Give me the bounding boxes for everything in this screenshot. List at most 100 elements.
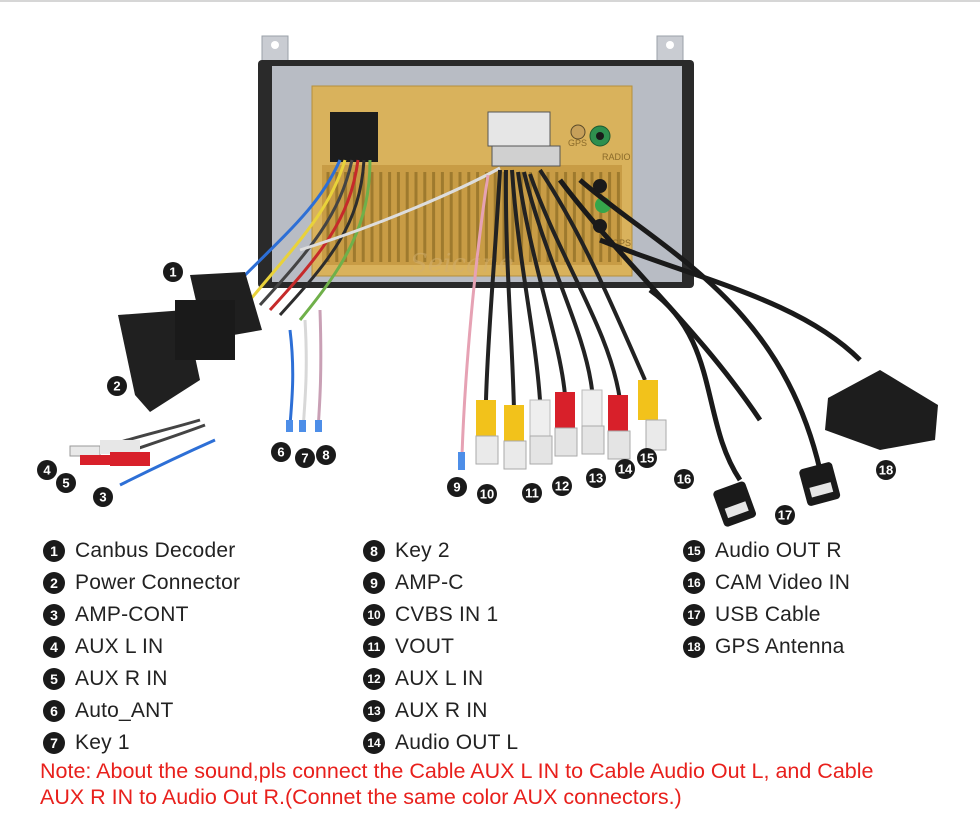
legend-label: Audio OUT L — [395, 731, 519, 754]
rca-audio-out-l — [581, 389, 605, 455]
legend-item-12: 12 AUX L IN — [363, 663, 518, 695]
svg-text:11: 11 — [525, 486, 539, 501]
legend-label: GPS Antenna — [715, 635, 845, 658]
multi-port — [487, 111, 551, 147]
svg-text:18: 18 — [879, 463, 893, 478]
legend-column-3: 15 Audio OUT R 16 CAM Video IN 17 USB Cable 18… — [683, 535, 850, 663]
callout-5: 5 — [56, 473, 76, 493]
svg-text:10: 10 — [480, 487, 494, 502]
legend-label: USB Cable — [715, 603, 821, 626]
legend-label: Auto_ANT — [75, 699, 174, 722]
legend-item-9: 9 AMP-C — [363, 567, 518, 599]
legend-item-2: 2 Power Connector — [43, 567, 240, 599]
callout-18: 18 — [876, 460, 896, 480]
svg-text:8: 8 — [322, 448, 329, 463]
gps-antenna — [825, 370, 938, 450]
legend-number-badge: 2 — [43, 572, 65, 594]
callout-14: 14 — [615, 459, 635, 479]
callout-9: 9 — [447, 477, 467, 497]
callout-13: 13 — [586, 468, 606, 488]
callout-3: 3 — [93, 487, 113, 507]
svg-text:12: 12 — [555, 479, 569, 494]
legend-number-badge: 17 — [683, 604, 705, 626]
legend-number-badge: 18 — [683, 636, 705, 658]
svg-text:16: 16 — [677, 472, 691, 487]
legend-label: Key 1 — [75, 731, 130, 754]
legend-item-6: 6 Auto_ANT — [43, 695, 240, 727]
gps-port — [570, 124, 586, 140]
svg-text:15: 15 — [640, 451, 654, 466]
legend-label: AUX R IN — [395, 699, 488, 722]
rca-vout — [503, 405, 527, 470]
svg-text:5: 5 — [62, 476, 69, 491]
rca-aux-l-in — [529, 399, 553, 465]
callout-8: 8 — [316, 445, 336, 465]
svg-text:4: 4 — [43, 463, 51, 478]
callout-15: 15 — [637, 448, 657, 468]
legend-label: AUX L IN — [395, 667, 484, 690]
legend-label: AMP-C — [395, 571, 464, 594]
legend-label: Canbus Decoder — [75, 539, 236, 562]
usb-connector-2 — [799, 462, 841, 506]
rca-cam-video-in — [638, 380, 667, 451]
rca-aux-left — [69, 440, 150, 466]
wire-harness — [228, 159, 372, 321]
legend-number-badge: 6 — [43, 700, 65, 722]
svg-text:9: 9 — [453, 480, 460, 495]
svg-text:14: 14 — [618, 462, 633, 477]
legend-item-15: 15 Audio OUT R — [683, 535, 850, 567]
legend-number-badge: 16 — [683, 572, 705, 594]
legend-number-badge: 8 — [363, 540, 385, 562]
callout-10: 10 — [477, 484, 497, 504]
legend-number-badge: 9 — [363, 572, 385, 594]
legend-number-badge: 15 — [683, 540, 705, 562]
wiring-note: Note: About the sound,pls connect the Ca… — [40, 758, 960, 810]
callout-2: 2 — [107, 376, 127, 396]
legend-item-18: 18 GPS Antenna — [683, 631, 850, 663]
legend-label: CVBS IN 1 — [395, 603, 499, 626]
top-divider — [0, 0, 980, 2]
legend-number-badge: 5 — [43, 668, 65, 690]
legend-label: AUX L IN — [75, 635, 164, 658]
legend-item-10: 10 CVBS IN 1 — [363, 599, 518, 631]
legend-number-badge: 10 — [363, 604, 385, 626]
callout-11: 11 — [522, 483, 542, 503]
rca-cvbs-in — [475, 400, 499, 465]
wiring-photo: GPS RADIO GPS Seicane — [37, 35, 938, 527]
callout-12: 12 — [552, 476, 572, 496]
legend-label: AMP-CONT — [75, 603, 189, 626]
note-line-1: Note: About the sound,pls connect the Ca… — [40, 759, 874, 783]
legend-label: VOUT — [395, 635, 455, 658]
callout-7: 7 — [295, 448, 315, 468]
svg-text:GPS: GPS — [568, 138, 587, 148]
legend-item-16: 16 CAM Video IN — [683, 567, 850, 599]
legend-label: Power Connector — [75, 571, 241, 594]
svg-text:17: 17 — [778, 508, 792, 523]
usb-connector-1 — [713, 481, 757, 527]
legend-label: Audio OUT R — [715, 539, 842, 562]
callout-17: 17 — [775, 505, 795, 525]
legend-label: Key 2 — [395, 539, 450, 562]
callout-16: 16 — [674, 469, 694, 489]
iso-port — [330, 112, 378, 162]
callout-4: 4 — [37, 460, 57, 480]
rca-aux-r-in — [554, 392, 578, 457]
rca-audio-out-r — [607, 395, 631, 460]
legend-item-8: 8 Key 2 — [363, 535, 518, 567]
legend-number-badge: 11 — [363, 636, 385, 658]
legend-item-17: 17 USB Cable — [683, 599, 850, 631]
legend-number-badge: 14 — [363, 732, 385, 754]
legend-label: CAM Video IN — [715, 571, 851, 594]
svg-text:7: 7 — [301, 451, 308, 466]
legend-number-badge: 12 — [363, 668, 385, 690]
svg-text:2: 2 — [113, 379, 120, 394]
callout-1: 1 — [163, 262, 183, 282]
legend-number-badge: 13 — [363, 700, 385, 722]
